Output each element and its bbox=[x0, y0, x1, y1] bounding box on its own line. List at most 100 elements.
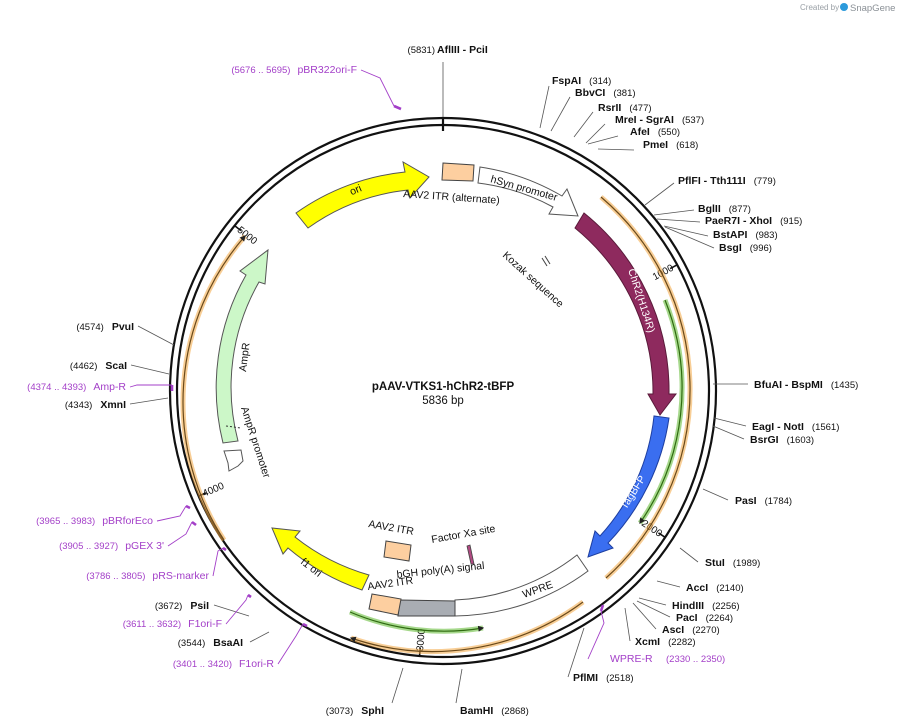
site-name[interactable]: PsiI bbox=[190, 600, 209, 612]
primer-position: (3965 .. 3983) bbox=[36, 516, 95, 527]
site-leader-line bbox=[550, 96, 571, 132]
site-name[interactable]: RsrII bbox=[598, 102, 621, 114]
site-name[interactable]: PmeI bbox=[643, 139, 668, 151]
site-name[interactable]: StuI bbox=[705, 557, 725, 569]
site-position: (3073) bbox=[326, 706, 353, 717]
site-name[interactable]: MreI - SgrAI bbox=[615, 114, 674, 126]
credit-prefix: Created by bbox=[800, 3, 839, 12]
feature-kozak-label: Kozak sequence bbox=[500, 249, 566, 310]
site-leader-line bbox=[644, 182, 675, 206]
plasmid-name: pAAV-VTKS1-hChR2-tBFP bbox=[372, 381, 515, 393]
site-name[interactable]: EagI - NotI bbox=[752, 421, 804, 433]
site-name[interactable]: XcmI bbox=[635, 636, 660, 648]
site-position: (983) bbox=[755, 230, 777, 241]
site-position: (1603) bbox=[787, 435, 814, 446]
site-position: (2270) bbox=[692, 625, 719, 636]
orf-arc-left-line bbox=[182, 235, 246, 541]
primer-mark bbox=[599, 604, 605, 612]
feature-itr-alt-label: AAV2 ITR (alternate) bbox=[403, 188, 500, 207]
kozak-mark-1 bbox=[541, 257, 548, 267]
site-position: (1561) bbox=[812, 422, 839, 433]
primer-leader-line bbox=[212, 547, 224, 577]
site-leader-line bbox=[597, 148, 635, 151]
site-leader-line bbox=[664, 226, 715, 249]
site-name[interactable]: BglII bbox=[698, 203, 721, 215]
site-leader-line bbox=[587, 135, 619, 145]
site-position: (537) bbox=[682, 115, 704, 126]
site-name[interactable]: PvuI bbox=[112, 321, 134, 333]
site-position: (2264) bbox=[706, 613, 733, 624]
feature-f1ori-arrow[interactable] bbox=[271, 527, 370, 591]
site-name[interactable]: BfuAI - BspMI bbox=[754, 379, 823, 391]
primer-name[interactable]: pGEX 3' bbox=[125, 540, 164, 552]
site-name[interactable]: FspAI bbox=[552, 75, 581, 87]
site-name[interactable]: SphI bbox=[361, 705, 384, 717]
feature-itr-box-2[interactable] bbox=[368, 593, 402, 616]
feature-ampr-arrow[interactable] bbox=[215, 248, 269, 444]
primer-name[interactable]: F1ori-R bbox=[239, 658, 274, 670]
feature-ampr-promoter-label: AmpR promoter bbox=[238, 405, 272, 480]
site-name[interactable]: AfeI bbox=[630, 126, 650, 138]
feature-hsyn-arrow[interactable] bbox=[477, 166, 579, 217]
primer-position: (3401 .. 3420) bbox=[173, 659, 232, 670]
feature-itr-box-1[interactable] bbox=[383, 540, 412, 562]
site-name[interactable]: AflIII - PciI bbox=[437, 44, 488, 56]
site-position: (877) bbox=[729, 204, 751, 215]
plasmid-size: 5836 bp bbox=[422, 395, 464, 407]
site-leader-line bbox=[213, 604, 250, 617]
site-labels: (5831)AflIII - PciIFspAI(314)BbvCI(381)R… bbox=[27, 44, 858, 717]
site-name[interactable]: AscI bbox=[662, 624, 684, 636]
primer-leader-line bbox=[587, 610, 605, 660]
site-name[interactable]: ScaI bbox=[105, 360, 127, 372]
site-name[interactable]: BbvCI bbox=[575, 87, 605, 99]
primer-mark bbox=[247, 593, 252, 599]
site-position: (3544) bbox=[178, 638, 205, 649]
site-name[interactable]: PflMI bbox=[573, 672, 598, 684]
primer-name[interactable]: pBR322ori-F bbox=[297, 64, 357, 76]
primer-leader-line bbox=[129, 384, 172, 388]
site-leader-line bbox=[129, 397, 169, 405]
site-leader-line bbox=[712, 425, 745, 440]
site-name[interactable]: BsaAI bbox=[213, 637, 243, 649]
site-position: (1784) bbox=[765, 496, 792, 507]
site-leader-line bbox=[713, 417, 747, 427]
feature-ori-arrow[interactable] bbox=[295, 161, 430, 229]
site-leader-line bbox=[539, 85, 550, 129]
site-position: (381) bbox=[613, 88, 635, 99]
site-name[interactable]: BstAPI bbox=[713, 229, 748, 241]
site-name[interactable]: AccI bbox=[686, 582, 708, 594]
site-leader-line bbox=[679, 547, 699, 563]
site-name[interactable]: BamHI bbox=[460, 705, 493, 717]
primer-name[interactable]: WPRE-R bbox=[610, 653, 653, 665]
primer-name[interactable]: pRS-marker bbox=[152, 570, 209, 582]
site-position: (314) bbox=[589, 76, 611, 87]
site-position: (2256) bbox=[712, 601, 739, 612]
site-name[interactable]: PflFI - Tth111I bbox=[678, 175, 746, 187]
tick-mark bbox=[658, 532, 666, 538]
primer-name[interactable]: F1ori-F bbox=[188, 618, 222, 630]
site-name[interactable]: PacI bbox=[676, 612, 698, 624]
site-name[interactable]: HindIII bbox=[672, 600, 704, 612]
primer-name[interactable]: Amp-R bbox=[93, 381, 126, 393]
primer-position: (5676 .. 5695) bbox=[231, 65, 290, 76]
feature-bgh-box[interactable] bbox=[397, 599, 456, 617]
primer-position: (3786 .. 3805) bbox=[86, 571, 145, 582]
feature-ampr-promoter-arrow[interactable] bbox=[223, 449, 244, 472]
site-leader-line bbox=[391, 667, 404, 704]
feature-itr1-label: AAV2 ITR bbox=[367, 518, 415, 538]
primer-name[interactable]: pBRforEco bbox=[102, 515, 153, 527]
feature-tagbfp-arrow[interactable] bbox=[587, 415, 670, 558]
site-name[interactable]: XmnI bbox=[100, 399, 126, 411]
feature-itr-alt-box[interactable] bbox=[441, 162, 475, 182]
site-position: (2518) bbox=[606, 673, 633, 684]
primer-mark bbox=[393, 104, 402, 111]
site-leader-line bbox=[663, 225, 709, 237]
site-name[interactable]: PaeR7I - XhoI bbox=[705, 215, 772, 227]
site-leader-line bbox=[656, 218, 701, 223]
feature-chr2-arrow[interactable] bbox=[574, 212, 678, 416]
site-name[interactable]: BsrGI bbox=[750, 434, 779, 446]
site-name[interactable]: PasI bbox=[735, 495, 757, 507]
site-name[interactable]: BsgI bbox=[719, 242, 742, 254]
site-position: (550) bbox=[658, 127, 680, 138]
primer-position: (3905 .. 3927) bbox=[59, 541, 118, 552]
